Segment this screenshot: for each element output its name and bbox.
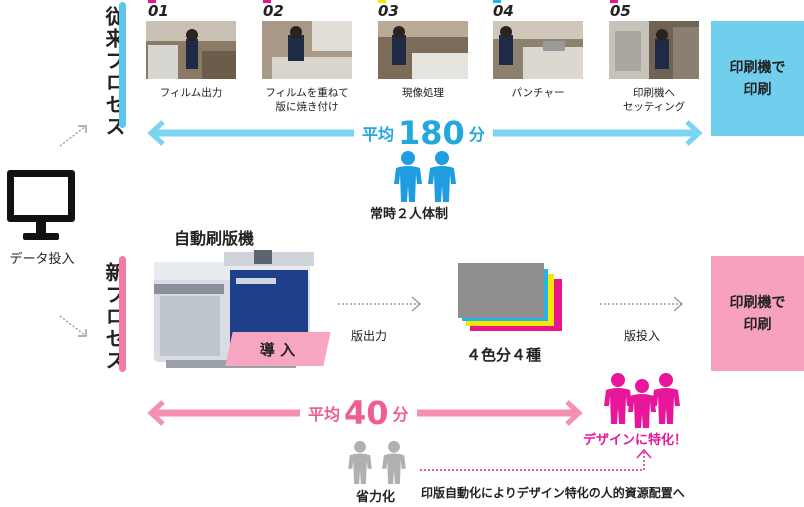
step-number-03: 03 xyxy=(378,0,399,20)
person-icon-magenta-2 xyxy=(628,379,656,430)
reallocation-note: 印版自動化によりデザイン特化の人的資源配置へ xyxy=(421,486,685,500)
step-number-05: 05 xyxy=(610,0,631,20)
person-icon-gray-2 xyxy=(382,440,406,484)
step-label-film-exposure: フィルムを重ねて 版に焼き付け xyxy=(265,87,349,113)
step-label-film-output: フィルム出力 xyxy=(159,87,223,99)
arrow-to-old-process xyxy=(59,125,87,147)
data-input-label: データ投入 xyxy=(9,252,75,267)
photo-puncher xyxy=(493,21,583,79)
plates-label: ４色分４種 xyxy=(466,346,542,364)
plate-gray xyxy=(458,263,544,318)
photo-press-setting xyxy=(609,21,699,79)
photo-development xyxy=(378,21,468,79)
new-process-bar xyxy=(119,256,126,372)
machine-badge: 導 入 xyxy=(225,332,331,366)
new-average-label: 平均 40 分 xyxy=(300,394,417,432)
monitor-icon xyxy=(5,168,77,242)
arrow-plate-output xyxy=(338,296,422,312)
person-icon-blue-1 xyxy=(394,151,422,202)
arrow-to-new-process xyxy=(59,315,87,337)
person-icon-magenta-3 xyxy=(652,373,680,424)
photo-film-exposure xyxy=(262,21,352,79)
person-icon-magenta-1 xyxy=(604,373,632,424)
step-plate-output: 版出力 xyxy=(351,329,388,343)
step-plate-input: 版投入 xyxy=(624,329,661,343)
special-label: デザインに特化！ xyxy=(579,428,692,449)
saving-label: 省力化 xyxy=(356,490,396,505)
step-number-02: 02 xyxy=(263,0,284,20)
old-print-box: 印刷機で 印刷 xyxy=(711,21,804,136)
step-label-press-setting: 印刷機へ セッティング xyxy=(622,87,686,113)
person-icon-blue-2 xyxy=(428,151,456,202)
reallocation-connector xyxy=(420,448,652,471)
step-label-puncher: パンチャー xyxy=(511,87,565,99)
staff-note: 常時２人体制 xyxy=(370,207,449,222)
photo-film-output xyxy=(146,21,236,79)
arrow-plate-input xyxy=(600,296,684,312)
old-average-label: 平均 180 分 xyxy=(354,114,493,152)
step-label-development: 現像処理 xyxy=(402,87,444,99)
step-number-04: 04 xyxy=(493,0,514,20)
step-number-01: 01 xyxy=(148,0,169,20)
person-icon-gray-1 xyxy=(348,440,372,484)
machine-title: 自動刷版機 xyxy=(174,229,255,248)
new-print-box: 印刷機で 印刷 xyxy=(711,256,804,371)
old-process-bar xyxy=(119,2,126,128)
